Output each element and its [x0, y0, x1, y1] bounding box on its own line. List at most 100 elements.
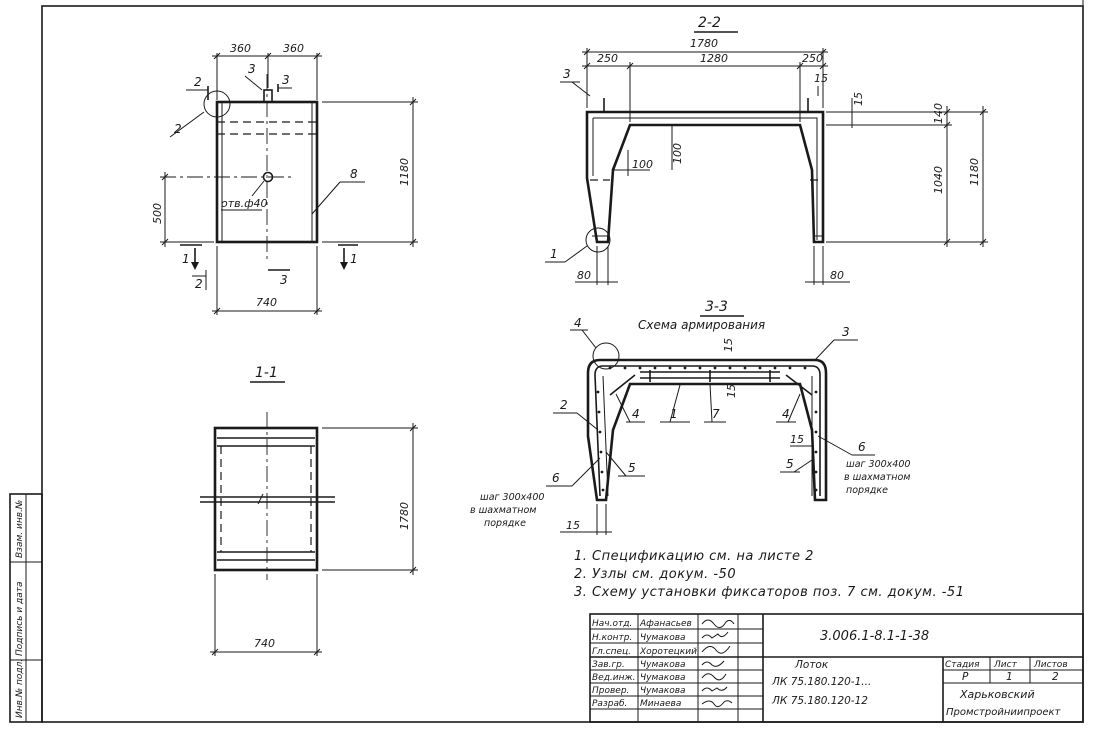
front-view: отв.ф40 360 360 1180 500 740 2: [151, 42, 418, 315]
note-2: 2. Узлы см. докум. -50: [574, 567, 736, 582]
step-note-left-3: порядке: [484, 518, 526, 529]
title-block: Нач.отд. Н.контр. Гл.спец. Зав.гр. Вед.и…: [589, 613, 1084, 723]
marker-pos-3: 3: [563, 67, 571, 81]
section-2-2: 2-2 1780 250 1280 250 15: [545, 15, 988, 285]
step-note-right-2: в шахматном: [844, 472, 910, 483]
dim-740-front: 740: [256, 296, 277, 309]
dim-500: 500: [151, 203, 164, 224]
dim-360-right: 360: [283, 42, 304, 55]
dim-140: 140: [932, 103, 945, 124]
marker-2-top: 2: [194, 75, 202, 89]
tb-sheets-header: Листов: [1033, 660, 1068, 670]
dim-15-a: 15: [722, 338, 735, 352]
marker-2-bottom: 2: [195, 277, 203, 291]
tb-name-6: Чумакова: [640, 686, 686, 696]
section-1-1-title: 1-1: [255, 365, 278, 381]
tb-role-4: Зав.гр.: [592, 660, 625, 670]
tb-role-3: Гл.спец.: [592, 647, 631, 657]
marker-pos-7: 7: [712, 407, 720, 421]
marker-pos-4-top: 4: [574, 316, 582, 330]
stamp-inv-original: Инв.№ подл.: [15, 659, 25, 718]
marker-pos-8: 8: [350, 167, 358, 181]
tb-product-3: ЛК 75.180.120-12: [771, 695, 868, 707]
tb-name-5: Чумакова: [640, 673, 686, 683]
dim-15-top: 15: [814, 72, 828, 85]
section-3-3-subtitle: Схема армирования: [638, 318, 765, 332]
dim-1180-section-2-2: 1180: [968, 158, 981, 186]
note-1: 1. Спецификацию см. на листе 2: [574, 549, 814, 564]
section-1-1-outline: [213, 426, 319, 572]
marker-pos-4-left: 4: [632, 407, 640, 421]
marker-pos-5-right: 5: [786, 457, 794, 471]
step-note-left-1: шаг 300х400: [480, 492, 544, 503]
marker-pos-3-33: 3: [842, 325, 850, 339]
dim-1780-total: 1780: [690, 37, 718, 50]
tb-role-2: Н.контр.: [592, 633, 632, 643]
section-3-3-outline: [586, 358, 828, 502]
dim-360-left: 360: [230, 42, 251, 55]
dim-100-a: 100: [632, 158, 653, 171]
tb-role-6: Провер.: [592, 686, 629, 696]
marker-3-top-right: 3: [282, 73, 290, 87]
marker-3-bottom: 3: [280, 273, 288, 287]
marker-1-right: 1: [350, 252, 358, 266]
section-2-2-outline: [585, 110, 825, 244]
section-3-3: 3-3 Схема армирования: [470, 299, 910, 535]
notes: 1. Спецификацию см. на листе 2 2. Узлы с…: [574, 549, 964, 600]
dim-1280: 1280: [700, 52, 728, 65]
tb-name-7: Минаева: [640, 699, 681, 709]
dim-1040: 1040: [932, 166, 945, 194]
node-circle-4: [592, 342, 620, 370]
marker-pos-6-right: 6: [858, 440, 866, 454]
tb-name-2: Чумакова: [640, 633, 686, 643]
marker-1-left: 1: [182, 252, 190, 266]
section-2-2-title: 2-2: [698, 15, 721, 31]
marker-3-top-left: 3: [248, 62, 256, 76]
tb-role-1: Нач.отд.: [592, 619, 632, 629]
dim-80-left: 80: [577, 269, 591, 282]
sheet-frame: [41, 0, 1084, 723]
marker-2-circle: 2: [174, 122, 182, 136]
dim-1180-front: 1180: [398, 158, 411, 186]
section-1-1: 1-1 1780 740: [200, 365, 418, 656]
tb-role-7: Разраб.: [592, 699, 627, 709]
tb-product-2: ЛК 75.180.120-1...: [771, 676, 871, 688]
signatures: [701, 619, 735, 708]
dim-15-b: 15: [725, 384, 738, 398]
tb-doc-code: 3.006.1-8.1-1-38: [820, 629, 929, 644]
dim-250-right: 250: [802, 52, 823, 65]
dim-15-right-33: 15: [790, 433, 804, 446]
marker-pos-1: 1: [550, 247, 558, 261]
tb-org-2: Промстройниипроект: [946, 707, 1062, 718]
tb-stage-value: Р: [962, 671, 969, 683]
marker-pos-6-left: 6: [552, 471, 560, 485]
stamp-replaced-inv: Взам. инв.№: [15, 500, 25, 558]
dim-15-right: 15: [852, 92, 865, 106]
dim-250-left: 250: [597, 52, 618, 65]
step-note-right-3: порядке: [846, 485, 888, 496]
tb-role-5: Вед.инж.: [592, 673, 636, 683]
tb-sheet-header: Лист: [993, 660, 1018, 670]
marker-pos-4-right: 4: [782, 407, 790, 421]
tb-sheet-value: 1: [1006, 671, 1013, 683]
hole-d40: [262, 171, 274, 183]
dim-740-section-1-1: 740: [254, 637, 275, 650]
dim-80-right: 80: [830, 269, 844, 282]
tb-name-3: Хоротецкий: [639, 647, 697, 657]
tb-stage-header: Стадия: [945, 660, 980, 670]
side-stamp: Инв.№ подл. Подпись и дата Взам. инв.№: [9, 493, 43, 723]
step-note-right-1: шаг 300х400: [846, 459, 910, 470]
tb-name-4: Чумакова: [640, 660, 686, 670]
tb-name-1: Афанасьев: [639, 619, 692, 629]
step-note-left-2: в шахматном: [470, 505, 536, 516]
marker-pos-2-33: 2: [560, 398, 568, 412]
dim-1780-section-1-1: 1780: [398, 502, 411, 530]
stamp-signature-date: Подпись и дата: [15, 581, 25, 656]
tb-product-1: Лоток: [794, 659, 829, 671]
note-3: 3. Схему установки фиксаторов поз. 7 см.…: [574, 585, 964, 600]
dim-15-bottom-left: 15: [566, 519, 580, 532]
hole-label: отв.ф40: [221, 197, 268, 210]
marker-pos-5-left: 5: [628, 461, 636, 475]
node-circle-2: [203, 90, 231, 118]
